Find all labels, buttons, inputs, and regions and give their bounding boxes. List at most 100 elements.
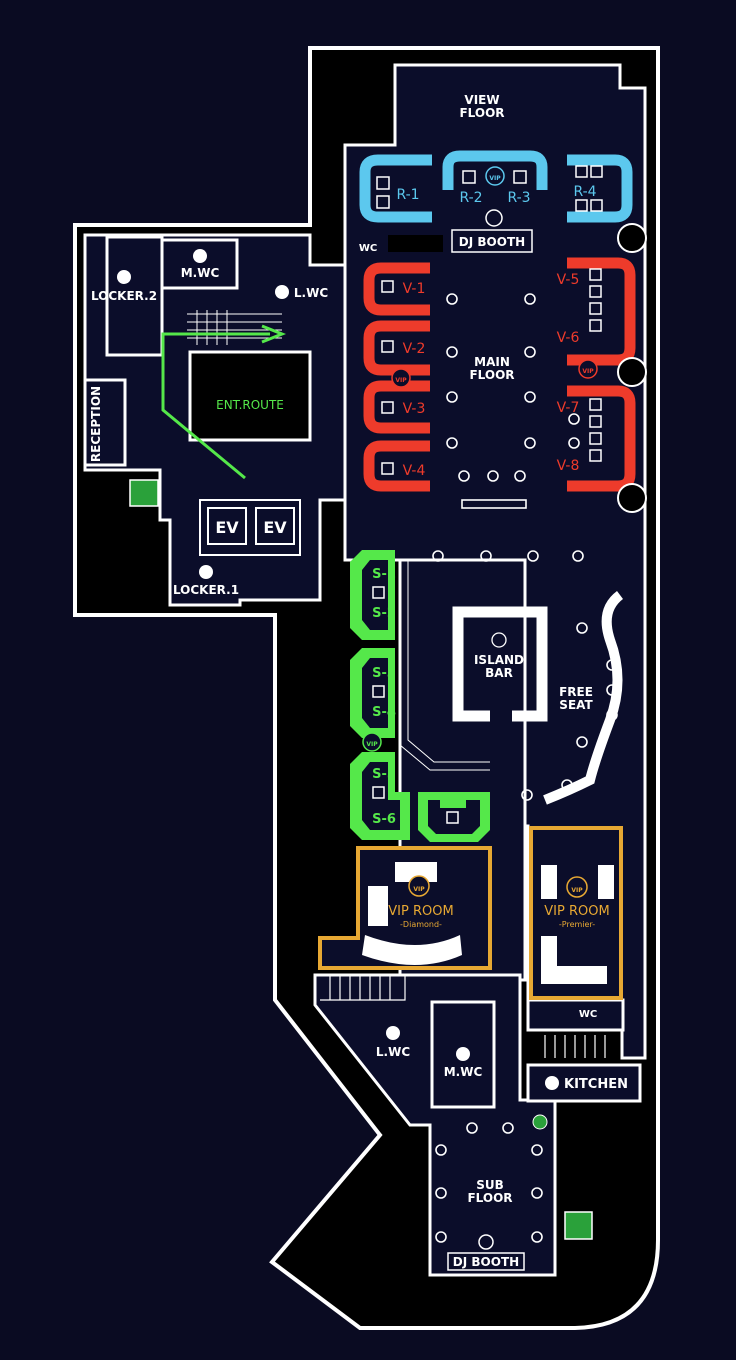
pillar: [617, 483, 647, 513]
ent-route-label: ENT.ROUTE: [216, 398, 284, 412]
svg-text:BAR: BAR: [485, 666, 513, 680]
seat-label: R-3: [507, 190, 530, 206]
dj-booth-sub: DJ BOOTH: [447, 1252, 525, 1271]
svg-text:-Premier-: -Premier-: [559, 920, 595, 929]
locker2-label: LOCKER.2: [91, 289, 157, 303]
svg-text:VIP: VIP: [489, 175, 501, 182]
pillar: [617, 357, 647, 387]
dj-booth-main: DJ BOOTH: [451, 229, 533, 253]
mwc-bottom-label: M.WC: [444, 1065, 483, 1079]
corridor-lines: [399, 560, 490, 771]
view-floor-label: VIEW: [464, 93, 499, 107]
wc-top-label: WC: [359, 243, 377, 254]
seat-label: R-4: [573, 184, 596, 200]
locker1-label: LOCKER.1: [173, 583, 239, 597]
elevator-2[interactable]: EV: [255, 507, 295, 545]
seat-v-1[interactable]: V-1: [363, 262, 430, 316]
vip-room-diamond[interactable]: VIP VIP ROOM -Diamond-: [318, 846, 492, 970]
svg-text:EV: EV: [263, 518, 287, 537]
svg-text:V-7: V-7: [557, 400, 580, 416]
key-icon: [117, 270, 131, 284]
stairs-lower: [320, 974, 606, 1058]
lwc-bottom-label: L.WC: [376, 1045, 410, 1059]
svg-text:VIP: VIP: [366, 741, 378, 748]
mwc-top-label: M.WC: [181, 266, 220, 280]
wc-bottom-label: WC: [579, 1009, 597, 1020]
sub-floor-tables: [435, 1122, 543, 1243]
sub-floor-label: FLOOR: [467, 1191, 512, 1205]
dj-icon: [478, 1234, 494, 1250]
seat-v-7-v-8[interactable]: V-7 V-8: [557, 385, 636, 492]
svg-text:S-3: S-3: [372, 666, 396, 681]
free-seat-partition: [543, 591, 624, 805]
svg-text:V-4: V-4: [403, 463, 426, 479]
vip-badge: VIP: [485, 166, 505, 186]
seat-r-4[interactable]: R-4: [567, 154, 633, 223]
svg-text:FREE: FREE: [559, 685, 593, 699]
pillar: [617, 223, 647, 253]
svg-text:KITCHEN: KITCHEN: [564, 1077, 628, 1092]
svg-text:VIP: VIP: [582, 368, 594, 375]
key-icon: [199, 565, 213, 579]
female-icon: [386, 1026, 400, 1040]
view-floor-label: FLOOR: [459, 106, 504, 120]
free-seat-area: FREE SEAT: [559, 685, 593, 712]
main-floor-label: FLOOR: [469, 368, 514, 382]
seat-v-3[interactable]: V-3: [363, 380, 430, 434]
svg-text:DJ BOOTH: DJ BOOTH: [453, 1255, 519, 1269]
seat-v-5-v-6[interactable]: V-5 V-6: [557, 257, 636, 366]
lwc-top-label: L.WC: [294, 286, 328, 300]
seat-s-1-s-2[interactable]: S-1 S-2: [350, 550, 396, 640]
seat-v-2[interactable]: V-2: [363, 320, 430, 376]
svg-text:EV: EV: [215, 518, 239, 537]
svg-text:DJ BOOTH: DJ BOOTH: [459, 235, 525, 249]
svg-text:S-1: S-1: [372, 567, 396, 582]
svg-text:VIP ROOM: VIP ROOM: [388, 904, 453, 919]
svg-text:SEAT: SEAT: [559, 698, 593, 712]
entry-route-arrow: [161, 324, 287, 480]
vip-badge: VIP: [391, 368, 411, 388]
seat-label: R-2: [459, 190, 482, 206]
vip-badge: VIP: [362, 732, 382, 752]
seat-r-1[interactable]: R-1: [359, 154, 432, 223]
svg-text:VIP: VIP: [571, 887, 583, 894]
vip-room-premier[interactable]: VIP VIP ROOM -Premier-: [529, 826, 623, 1000]
svg-text:S-7: S-7: [441, 792, 465, 807]
emergency-exit-icon: [564, 1211, 593, 1240]
male-icon: [193, 249, 207, 263]
svg-text:VIP: VIP: [413, 886, 425, 893]
svg-text:VIP: VIP: [395, 377, 407, 384]
svg-text:VIP ROOM: VIP ROOM: [544, 904, 609, 919]
kitchen: KITCHEN: [545, 1076, 628, 1092]
svg-text:V-3: V-3: [403, 401, 426, 417]
elevator-1[interactable]: EV: [207, 507, 247, 545]
seat-label: R-1: [396, 187, 419, 203]
seat-s-5-s-6[interactable]: S-5 S-6: [350, 752, 410, 840]
svg-text:S-4: S-4: [372, 705, 396, 720]
male-icon: [456, 1047, 470, 1061]
reception-label: RECEPTION: [89, 386, 103, 462]
svg-text:-Diamond-: -Diamond-: [400, 920, 442, 929]
svg-text:V-2: V-2: [403, 341, 426, 357]
island-bar[interactable]: ISLAND BAR: [452, 606, 548, 722]
female-icon: [275, 285, 289, 299]
main-floor-label: MAIN: [474, 355, 510, 369]
seat-r-2-r-3[interactable]: R-2 R-3: [442, 150, 548, 206]
seat-s-3-s-4[interactable]: S-3 S-4: [350, 648, 396, 738]
svg-text:V-5: V-5: [557, 272, 580, 288]
fire-extinguisher-icon: [532, 1114, 548, 1130]
emergency-exit-icon: [129, 479, 159, 507]
svg-text:V-1: V-1: [403, 281, 426, 297]
svg-text:V-6: V-6: [557, 330, 580, 346]
seat-v-4[interactable]: V-4: [363, 440, 430, 492]
seat-s-7[interactable]: S-7: [418, 792, 490, 842]
sub-floor-label: SUB: [476, 1178, 504, 1192]
svg-text:S-6: S-6: [372, 812, 396, 827]
svg-text:S-5: S-5: [372, 767, 396, 782]
svg-text:S-2: S-2: [372, 606, 396, 621]
svg-text:ISLAND: ISLAND: [474, 653, 524, 667]
dj-icon: [485, 209, 503, 227]
svg-text:V-8: V-8: [557, 458, 580, 474]
blacked-out-area: [388, 235, 443, 252]
